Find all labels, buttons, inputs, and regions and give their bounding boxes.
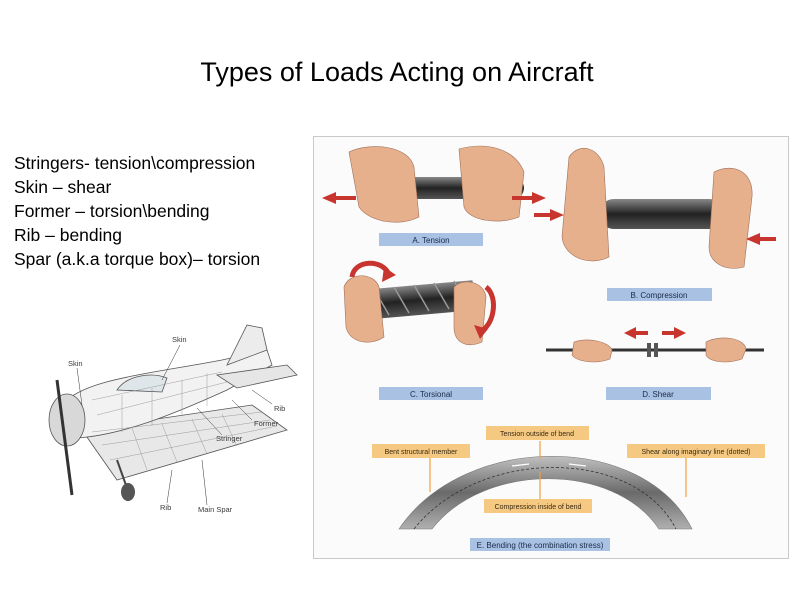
label-stringer: Stringer: [216, 434, 243, 443]
label-rib-right: Rib: [274, 404, 285, 413]
label-skin-left: Skin: [68, 359, 83, 368]
shear-arrow-left: [624, 327, 648, 339]
load-types-diagram: A. Tension B. Compression C. Torsional: [322, 145, 776, 551]
shear-arrow-right: [662, 327, 686, 339]
bullet-rib: Rib – bending: [14, 225, 122, 245]
label-skin-top: Skin: [172, 335, 187, 344]
compression-arrow-left: [534, 209, 564, 221]
tension-arrow-right: [512, 192, 546, 204]
caption-tension: A. Tension: [412, 236, 449, 245]
caption-bending: E. Bending (the combination stress): [477, 541, 604, 550]
bullet-skin: Skin – shear: [14, 177, 112, 197]
torsional-panel: C. Torsional: [343, 260, 496, 400]
airplane-structure-lines: [91, 371, 278, 471]
label-former: Former: [254, 419, 279, 428]
compression-arrow-right: [746, 233, 776, 245]
caption-compression: B. Compression: [631, 291, 688, 300]
caption-torsional: C. Torsional: [410, 390, 452, 399]
landing-gear: [116, 459, 135, 501]
propeller: [55, 379, 74, 496]
callout-bent-member: Bent structural member: [385, 449, 458, 456]
callout-compression-inside: Compression inside of bend: [495, 504, 582, 511]
callout-shear-line: Shear along imaginary line (dotted): [642, 449, 751, 456]
label-main-spar: Main Spar: [198, 505, 233, 514]
bullet-former: Former – torsion\bending: [14, 201, 210, 221]
bullet-spar: Spar (a.k.a torque box)– torsion: [14, 249, 261, 269]
tension-panel: A. Tension: [322, 145, 546, 246]
caption-shear: D. Shear: [642, 390, 674, 399]
airplane-leader-lines: [76, 344, 273, 506]
tension-arrow-left: [322, 192, 356, 204]
slide-title: Types of Loads Acting on Aircraft: [200, 57, 594, 87]
compression-panel: B. Compression: [534, 148, 776, 301]
airplane-cutaway-illustration: Skin Skin Rib Former Stringer Rib Main S…: [48, 324, 298, 514]
label-rib-bottom: Rib: [160, 503, 171, 512]
bullet-list: Stringers- tension\compression Skin – sh…: [14, 151, 260, 271]
airplane-drawing: [48, 324, 298, 481]
bullet-stringers: Stringers- tension\compression: [14, 153, 256, 173]
bending-panel: Tension outside of bend Bent structural …: [372, 426, 765, 551]
shear-panel: D. Shear: [546, 327, 764, 400]
callout-tension-outside: Tension outside of bend: [500, 431, 574, 438]
load-types-figure: A. Tension B. Compression C. Torsional: [313, 136, 789, 559]
